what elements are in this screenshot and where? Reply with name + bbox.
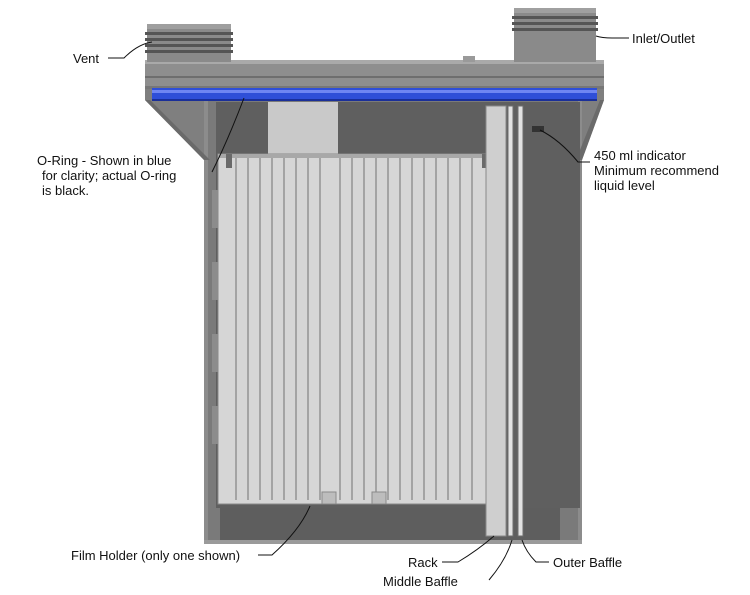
rack-label: Rack — [408, 555, 438, 570]
middle-baffle — [507, 105, 514, 537]
tank-lid — [145, 56, 604, 89]
top-insert — [268, 102, 338, 154]
outer-baffle-label: Outer Baffle — [553, 555, 623, 570]
indicator-label-line-2: Minimum recommend — [594, 163, 719, 178]
o-ring-label-line-3: is black. — [42, 183, 89, 198]
indicator-notch — [532, 126, 544, 132]
o-ring-label-line-1: O-Ring - Shown in blue — [37, 153, 172, 168]
rack — [485, 105, 507, 537]
o-ring-label: O-Ring - Shown in blue for clarity; actu… — [37, 153, 207, 198]
vent-label: Vent — [73, 51, 100, 66]
middle-baffle-label: Middle Baffle — [383, 574, 458, 589]
indicator-label-line-1: 450 ml indicator — [594, 148, 686, 163]
o-ring-label-line-2: for clarity; actual O-ring — [42, 168, 177, 183]
film-holder-label: Film Holder (only one shown) — [71, 548, 241, 563]
indicator-label: 450 ml indicator Minimum recommend liqui… — [594, 148, 744, 193]
vent-port — [145, 24, 233, 62]
inlet-outlet-label: Inlet/Outlet — [632, 31, 695, 46]
outer-baffle — [517, 105, 524, 537]
o-ring — [152, 88, 597, 101]
indicator-label-line-3: liquid level — [594, 178, 655, 193]
inlet-outlet-port — [512, 8, 598, 62]
film-holder — [212, 153, 499, 505]
leader-lines — [108, 35, 629, 581]
